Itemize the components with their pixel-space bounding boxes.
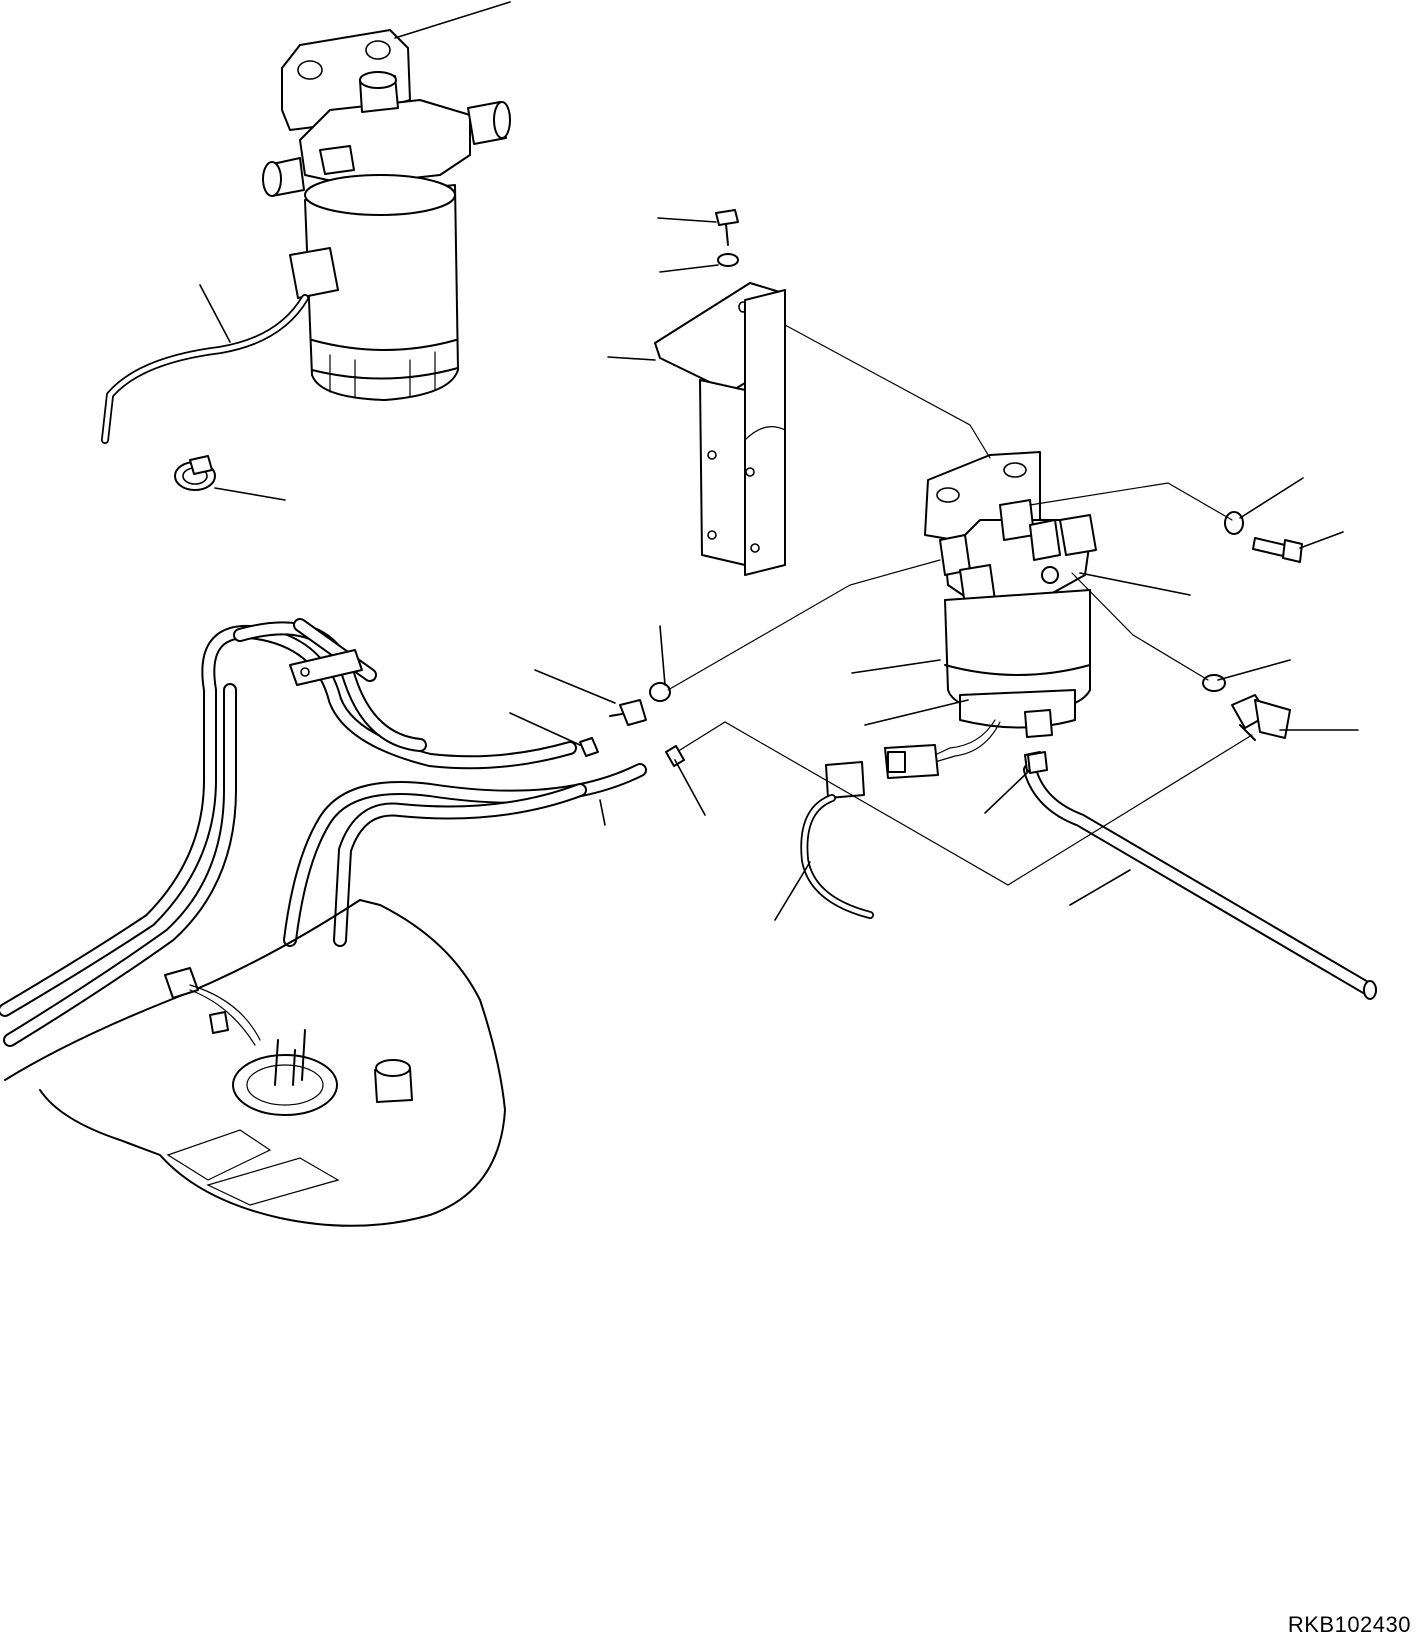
washer-right — [1224, 511, 1244, 535]
bolt — [715, 209, 739, 246]
mounting-bracket — [654, 209, 786, 576]
fuel-filter-assembly-exploded — [884, 451, 1097, 779]
fuel-tank — [4, 899, 506, 1227]
hose-clamp-2 — [665, 745, 685, 767]
hose-clamp-1 — [579, 737, 599, 757]
drawing-number: RKB102430 — [1287, 1612, 1411, 1637]
o-ring-right — [1202, 674, 1226, 692]
assembly-lines — [667, 324, 1253, 886]
clamp — [174, 455, 216, 491]
o-ring-left — [649, 682, 671, 702]
fuel-sender-unit — [232, 1054, 338, 1116]
hose-bracket — [289, 649, 363, 686]
leader-lines — [199, 1, 1359, 921]
elbow-fitting — [1231, 694, 1291, 741]
washer — [717, 253, 739, 267]
pipe-fitting — [1027, 751, 1048, 774]
fuel-filter-assembly-installed — [101, 29, 511, 491]
fuel-pipe — [1023, 751, 1377, 1000]
connector-fitting — [609, 699, 647, 726]
fuel-hoses — [0, 618, 647, 1047]
wire-harness — [800, 761, 874, 919]
bolt-right — [1224, 511, 1303, 563]
